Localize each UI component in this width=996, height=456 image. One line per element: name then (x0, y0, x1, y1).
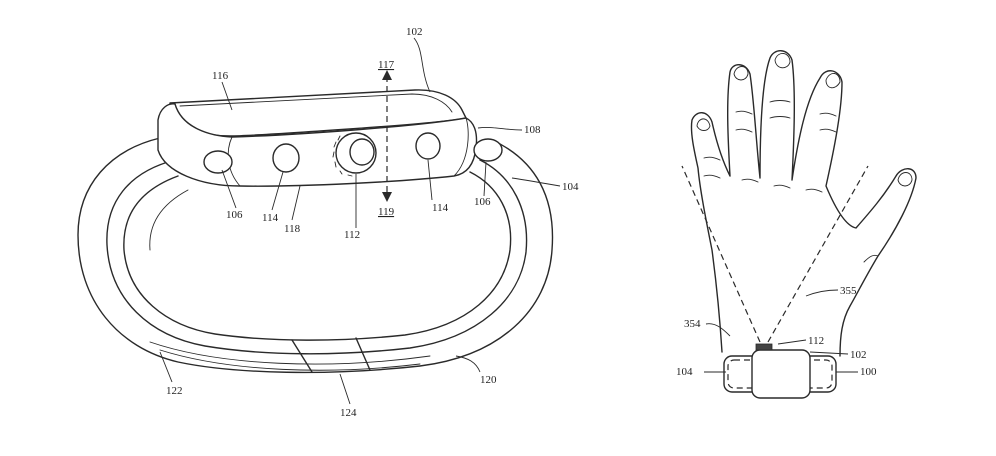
label-106-left: 106 (226, 209, 243, 221)
label-104-hand: 104 (676, 366, 693, 378)
label-114-right: 114 (432, 202, 449, 214)
label-112-hand: 112 (808, 335, 824, 347)
label-354: 354 (684, 318, 701, 330)
band (77, 137, 554, 374)
watch-labels: 102 117 116 108 104 106 114 118 112 119 … (166, 26, 579, 419)
hand (690, 50, 917, 357)
axis-arrow (382, 70, 392, 202)
watch-leaders (159, 37, 561, 405)
watch-case (157, 89, 503, 187)
label-112-watch: 112 (344, 229, 360, 241)
label-100: 100 (860, 366, 877, 378)
label-120: 120 (480, 374, 497, 386)
label-355: 355 (840, 285, 857, 297)
label-119: 119 (378, 206, 395, 218)
label-117: 117 (378, 59, 395, 71)
label-104-watch: 104 (562, 181, 579, 193)
hand-assembly: 355 354 112 102 104 100 (676, 50, 917, 399)
label-106-right: 106 (474, 196, 491, 208)
label-118: 118 (284, 223, 301, 235)
label-102: 102 (406, 26, 423, 38)
hand-watch (723, 343, 837, 399)
hand-leaders (704, 289, 858, 373)
label-108: 108 (524, 124, 541, 136)
label-102-hand: 102 (850, 349, 867, 361)
label-116: 116 (212, 70, 229, 82)
label-114-left: 114 (262, 212, 279, 224)
hand-labels: 355 354 112 102 104 100 (676, 285, 877, 378)
watch-assembly: 102 117 116 108 104 106 114 118 112 119 … (77, 26, 579, 419)
sensor-field (681, 165, 869, 343)
label-124: 124 (340, 407, 357, 419)
label-122: 122 (166, 385, 183, 397)
